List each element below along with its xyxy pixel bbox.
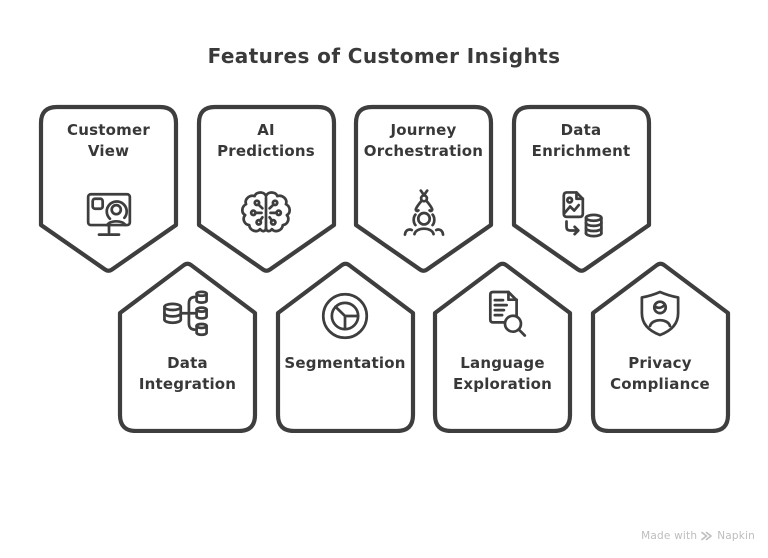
badge-label-line: Orchestration	[363, 142, 484, 160]
segmentation-icon	[321, 292, 369, 340]
badge-label-line: Enrichment	[531, 142, 631, 160]
badge-label-line: Data	[560, 121, 602, 139]
badge-label-line: Predictions	[217, 142, 315, 160]
badge-label: AI Predictions	[201, 120, 332, 162]
data-integration-icon	[162, 290, 208, 337]
badge-label-line: Data	[167, 354, 208, 372]
feature-badge-journey-orchestration: Journey Orchestration	[353, 103, 494, 275]
feature-badge-data-integration: Data Integration	[117, 261, 258, 433]
badge-label-line: Journey	[390, 121, 457, 139]
badge-label: Customer View	[43, 120, 174, 162]
badge-label-line: Integration	[138, 375, 237, 393]
badge-pennant-shape	[353, 104, 494, 273]
badge-label: Journey Orchestration	[358, 120, 489, 162]
badge-label: Data Integration	[122, 353, 253, 395]
diagram-title: Features of Customer Insights	[207, 44, 561, 68]
badge-label: Segmentation	[280, 353, 411, 374]
ai-predictions-icon	[241, 191, 291, 233]
napkin-logo-icon	[701, 531, 712, 541]
feature-badge-segmentation: Segmentation	[275, 261, 416, 433]
badge-label: Data Enrichment	[516, 120, 647, 162]
badge-label-line: Privacy	[628, 354, 692, 372]
badge-house-shape	[275, 261, 415, 433]
badge-label-line: Compliance	[610, 375, 710, 393]
badge-label-line: Exploration	[452, 375, 553, 393]
badge-house-shape	[590, 261, 730, 433]
badge-label-line: View	[87, 142, 130, 160]
privacy-compliance-icon	[640, 290, 680, 337]
data-enrichment-icon	[562, 191, 603, 238]
badge-label-line: Segmentation	[284, 354, 406, 372]
feature-badge-ai-predictions: AI Predictions	[196, 103, 337, 275]
watermark-brand: Napkin	[717, 530, 755, 542]
watermark: Made with Napkin	[641, 530, 755, 542]
watermark-prefix: Made with	[641, 530, 698, 542]
badge-house-shape	[117, 261, 258, 433]
feature-badge-language-exploration: Language Exploration	[432, 261, 573, 433]
badge-label-line: Customer	[67, 121, 150, 139]
badge-pennant-shape	[511, 104, 651, 273]
feature-badge-data-enrichment: Data Enrichment	[511, 103, 652, 275]
customer-view-icon	[86, 192, 131, 236]
badge-label-line: AI	[257, 121, 275, 139]
badge-label: Language Exploration	[437, 353, 568, 395]
feature-badge-privacy-compliance: Privacy Compliance	[590, 261, 731, 433]
badge-house-shape	[432, 261, 573, 433]
journey-orchestration-icon	[403, 189, 444, 236]
language-exploration-icon	[488, 290, 526, 337]
badge-pennant-shape	[38, 104, 179, 273]
badge-pennant-shape	[196, 104, 336, 273]
feature-badge-customer-view: Customer View	[38, 103, 179, 275]
badge-label-line: Language	[460, 354, 545, 372]
badge-label: Privacy Compliance	[595, 353, 726, 395]
